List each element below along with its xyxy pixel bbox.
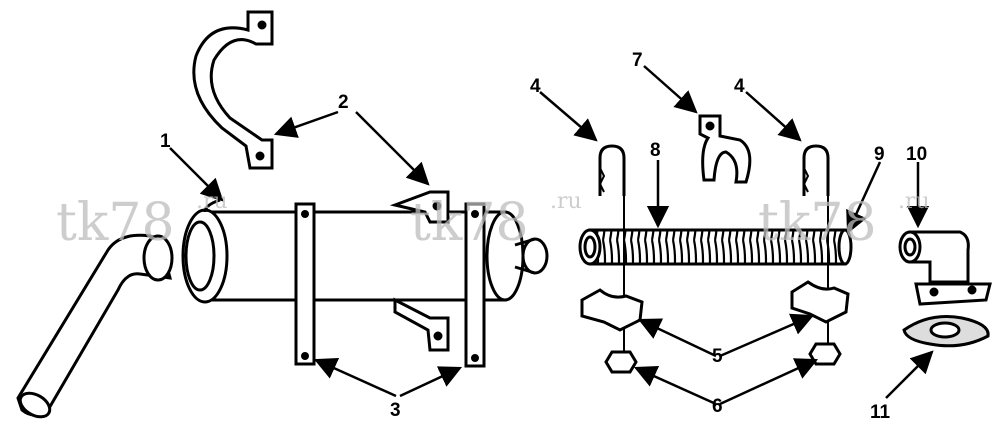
callout-5: 5	[712, 346, 723, 367]
elbow-flange	[898, 230, 992, 306]
leader-lines	[169, 65, 934, 406]
muffler	[181, 198, 549, 304]
svg-text:tk78: tk78	[410, 193, 529, 253]
callout-1: 1	[160, 131, 171, 152]
callout-7: 7	[632, 50, 643, 71]
svg-text:tk78: tk78	[56, 193, 175, 253]
callout-2: 2	[338, 92, 349, 113]
saddle-right	[790, 280, 850, 324]
svg-text:.ru: .ru	[898, 189, 930, 214]
u-bolt-right	[802, 144, 830, 362]
small-clamp	[698, 114, 752, 184]
muffler-upper-bracket	[389, 190, 450, 224]
clamp-strap-right	[464, 202, 486, 368]
callout-10: 10	[906, 144, 927, 165]
clamp-strap-left	[294, 202, 316, 366]
inlet-pipe	[16, 233, 174, 419]
muffler-lower-bracket	[393, 297, 450, 352]
callout-3: 3	[390, 400, 401, 421]
callout-8: 8	[650, 140, 661, 161]
watermark-3: tk78 .ru	[758, 189, 930, 253]
saddle-clamp	[192, 10, 274, 170]
u-bolt-left	[598, 144, 626, 362]
svg-text:.ru: .ru	[550, 189, 582, 214]
callout-11: 11	[870, 402, 891, 423]
svg-text:.ru: .ru	[196, 189, 228, 214]
callout-9: 9	[874, 144, 885, 165]
saddle-left	[580, 288, 644, 332]
gasket	[902, 315, 990, 348]
nut-left	[604, 350, 638, 374]
callout-6: 6	[712, 396, 723, 417]
flexible-pipe	[578, 228, 853, 266]
watermark-1: tk78 .ru	[56, 189, 228, 253]
callout-4-right: 4	[734, 76, 745, 97]
watermark-2: tk78 .ru	[410, 189, 582, 253]
callout-labels: 1 2 3 4 4 5 6 7 8 9 10 11	[160, 50, 927, 423]
callout-4-left: 4	[530, 76, 541, 97]
svg-text:tk78: tk78	[758, 193, 877, 253]
